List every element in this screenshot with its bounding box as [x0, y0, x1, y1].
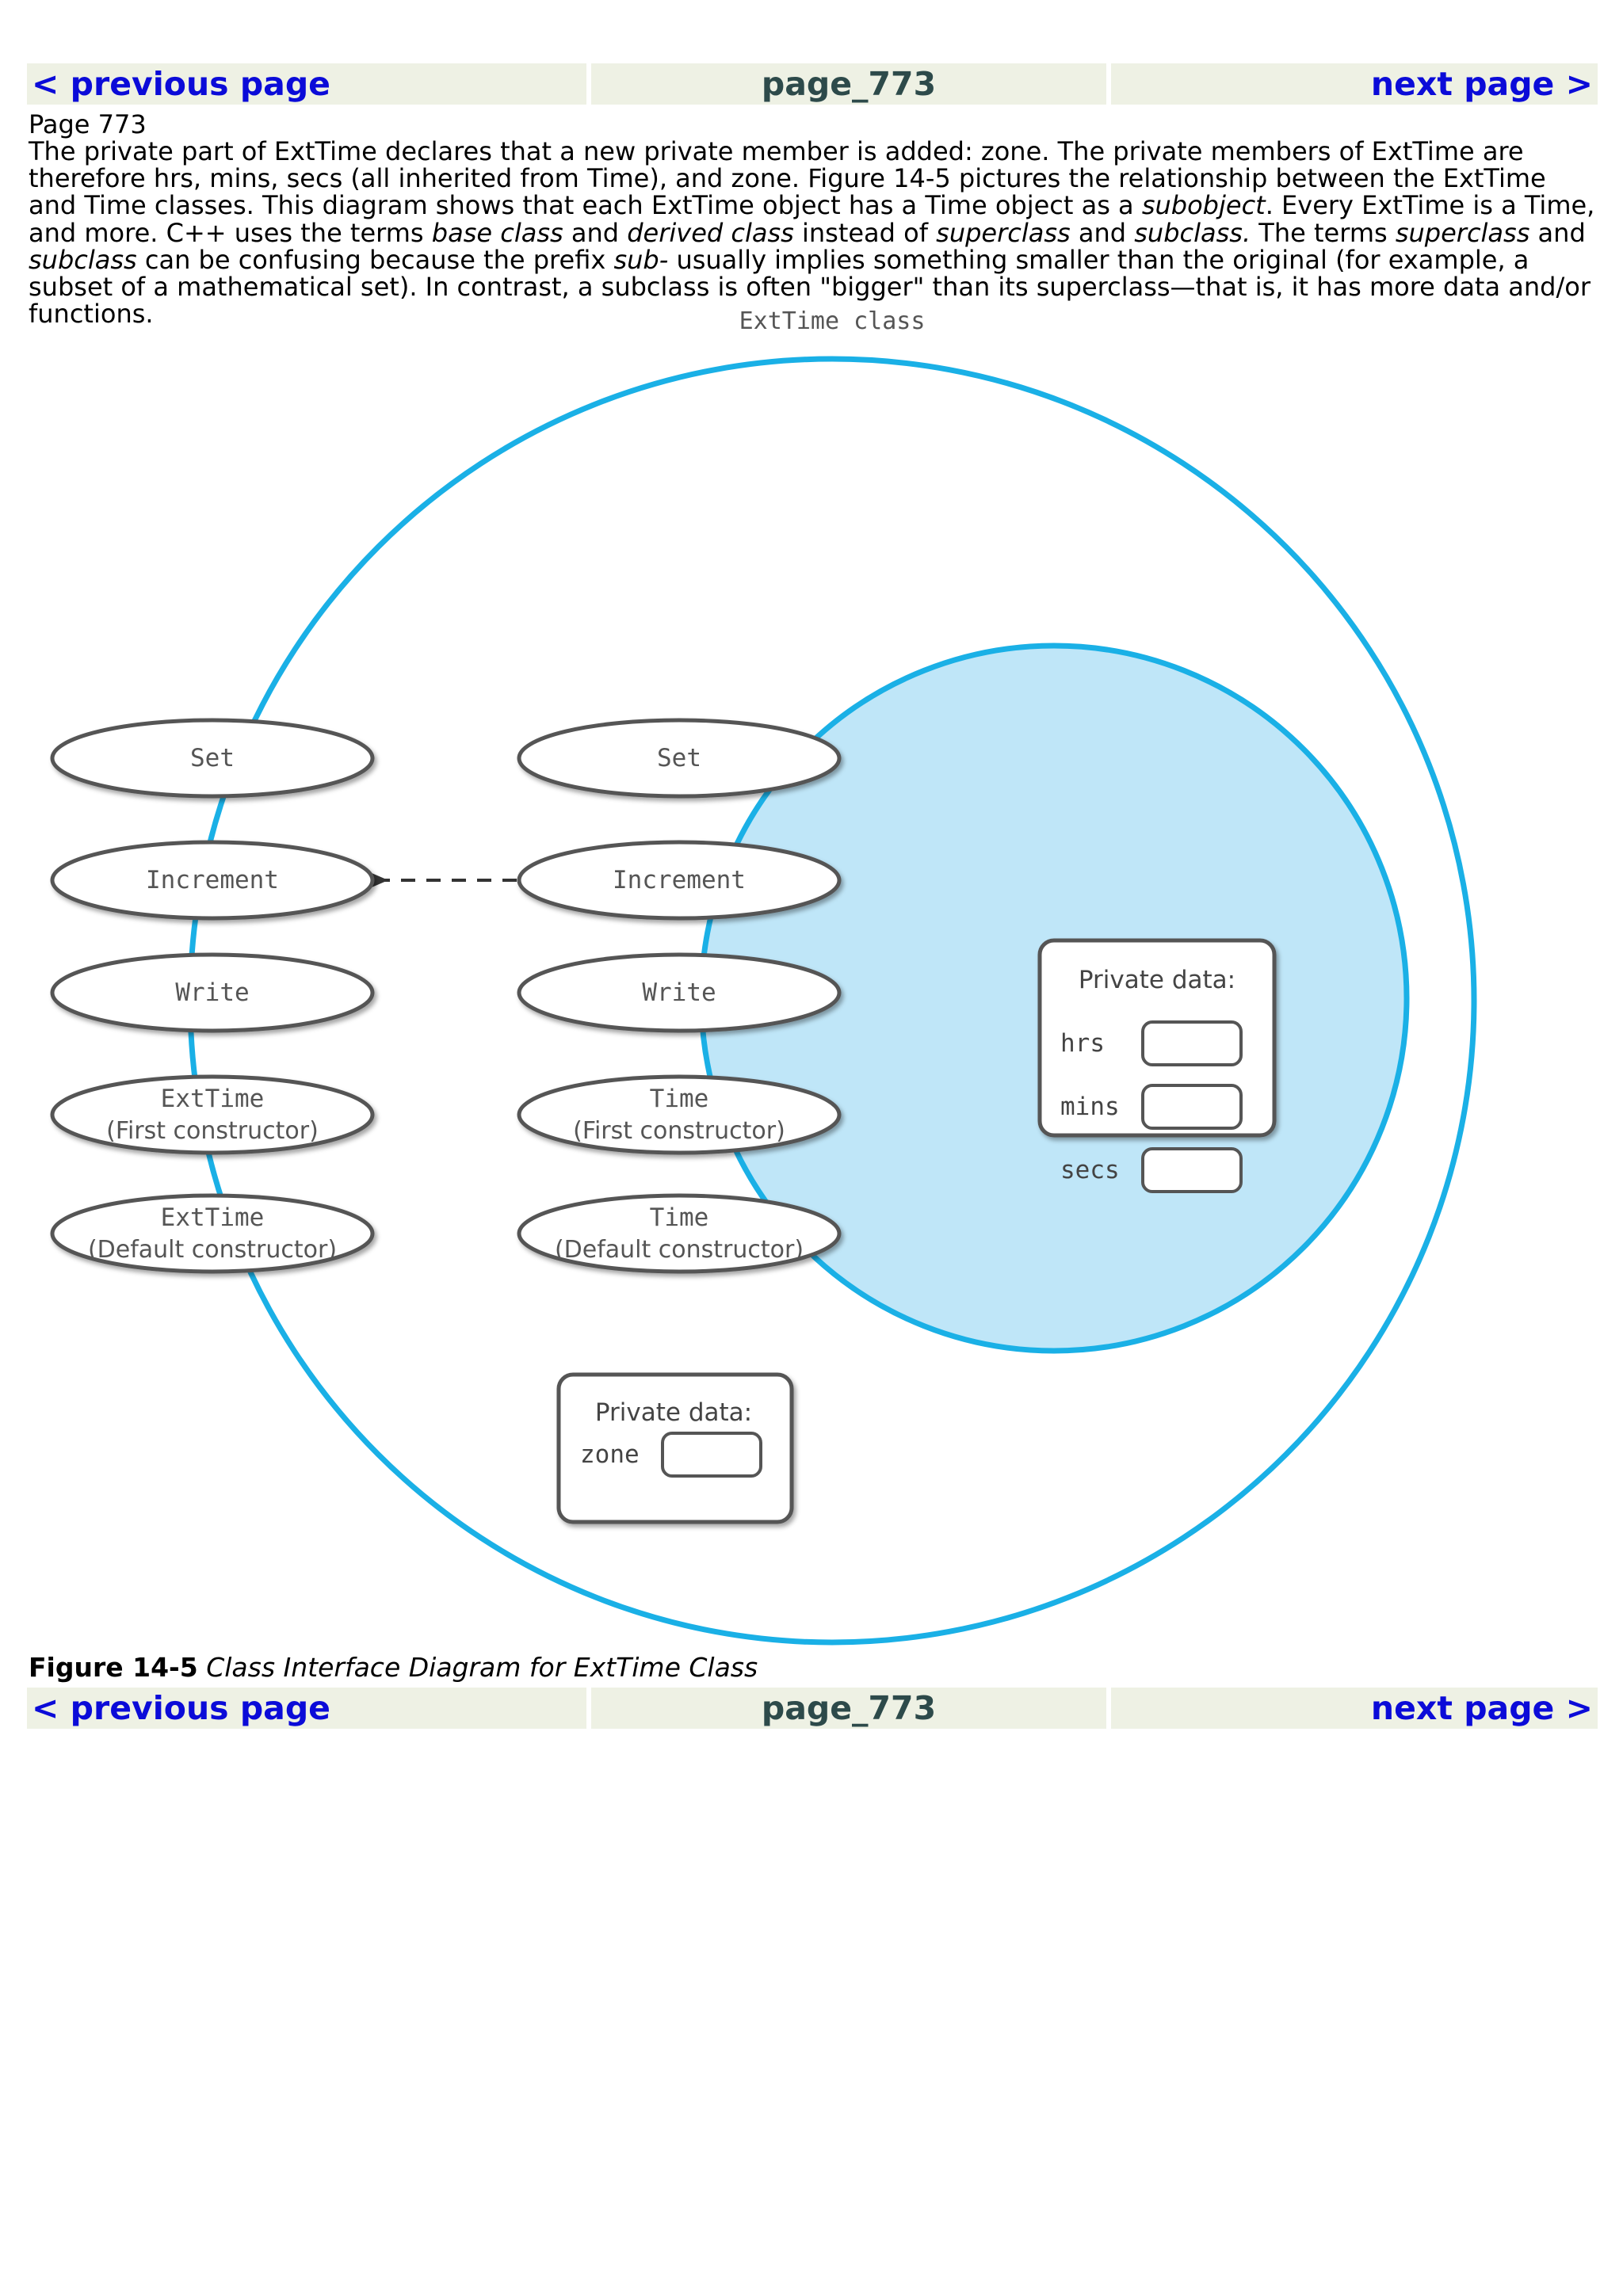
time-oval-shape: [517, 1074, 842, 1155]
exttime-oval-label: Write: [175, 978, 249, 1007]
exttime-operation-oval: ExtTime (First constructor): [50, 1074, 375, 1155]
paragraph-emphasis: subclass: [29, 244, 137, 275]
time-field-label: hrs: [1060, 1029, 1105, 1058]
time-oval-shape: [517, 718, 842, 799]
exttime-oval-shape: [50, 952, 375, 1033]
top-navigation-bar: < previous page page_773 next page >: [27, 63, 1598, 105]
page-number-text: Page 773: [29, 109, 147, 139]
exttime-oval-label: Increment: [146, 866, 279, 894]
paragraph-emphasis: subclass.: [1134, 217, 1251, 248]
exttime-oval-shape: [50, 718, 375, 799]
time-field-value-box: [1141, 1020, 1243, 1066]
top-next-cell: next page >: [1111, 63, 1598, 105]
time-oval-shape: [517, 1193, 842, 1274]
time-operation-oval: Write: [517, 952, 842, 1033]
exttime-private-data-title: Private data:: [595, 1398, 752, 1427]
paragraph-run: instead of: [793, 217, 937, 248]
time-private-data-box: Private data: hrs mins secs: [1037, 938, 1277, 1193]
time-private-data-title: Private data:: [1079, 966, 1235, 994]
exttime-operation-oval: Increment: [50, 840, 375, 921]
paragraph-run: The terms: [1251, 217, 1396, 248]
page-label: page_773: [761, 65, 937, 103]
paragraph-run: and: [1529, 217, 1586, 248]
top-page-cell: page_773: [591, 63, 1106, 105]
paragraph-run: The private part of ExtTime declares tha…: [29, 136, 1546, 221]
time-field-label: mins: [1060, 1093, 1120, 1121]
top-prev-cell: < previous page: [27, 63, 586, 105]
time-field-value-box: [1141, 1147, 1243, 1193]
paragraph-run: and: [563, 217, 628, 248]
exttime-oval-shape: [50, 1193, 375, 1274]
exttime-oval-label: (Default constructor): [88, 1236, 337, 1264]
time-operation-oval: Set: [517, 718, 842, 799]
paragraph-emphasis: sub-: [613, 244, 669, 275]
time-operation-oval: Time (First constructor): [517, 1074, 842, 1155]
exttime-oval-label: ExtTime: [161, 1203, 265, 1232]
page-label: page_773: [761, 1689, 937, 1727]
exttime-oval-label: Set: [190, 744, 235, 772]
exttime-oval-shape: [50, 840, 375, 921]
paragraph-run: and: [1070, 217, 1135, 248]
exttime-oval-label: (First constructor): [106, 1117, 319, 1145]
exttime-oval-label: ExtTime: [161, 1085, 265, 1113]
time-oval-label: Increment: [613, 866, 746, 894]
next-page-link[interactable]: next page >: [1370, 1689, 1593, 1727]
exttime-field-value-box: [661, 1432, 762, 1478]
time-oval-label: (First constructor): [573, 1117, 785, 1145]
time-oval-label: Set: [657, 744, 701, 772]
exttime-operation-oval: Write: [50, 952, 375, 1033]
bottom-prev-cell: < previous page: [27, 1688, 586, 1729]
time-oval-label: Time: [650, 1203, 709, 1232]
bottom-next-cell: next page >: [1111, 1688, 1598, 1729]
paragraph-emphasis: derived class: [627, 217, 794, 248]
time-oval-label: (Default constructor): [555, 1236, 804, 1264]
time-private-fields: hrs mins secs: [1060, 1020, 1243, 1193]
body-paragraph: The private part of ExtTime declares tha…: [29, 136, 1598, 330]
paragraph-emphasis: superclass: [1395, 217, 1530, 248]
exttime-operation-oval: ExtTime (Default constructor): [50, 1193, 375, 1274]
paragraph-run: . Every ExtTime is a Time, and more. C++…: [29, 190, 1595, 248]
time-oval-shape: [517, 952, 842, 1033]
bottom-page-cell: page_773: [591, 1688, 1106, 1729]
figure-caption-label: Figure 14-5: [29, 1652, 198, 1683]
exttime-field-label: zone: [580, 1440, 640, 1469]
figure-caption-text: Class Interface Diagram for ExtTime Clas…: [206, 1652, 758, 1683]
time-oval-label: Time: [650, 1085, 709, 1113]
paragraph-run: usually implies something smaller than t…: [29, 244, 1591, 330]
time-operation-oval: Time (Default constructor): [517, 1193, 842, 1274]
paragraph-text: The private part of ExtTime declares tha…: [29, 136, 1598, 330]
time-oval-label: Write: [642, 978, 716, 1007]
paragraph-emphasis: subobject: [1141, 190, 1266, 221]
exttime-private-data-box: Private data: zone: [556, 1372, 794, 1524]
exttime-oval-shape: [50, 1074, 375, 1155]
previous-page-link[interactable]: < previous page: [32, 65, 330, 103]
paragraph-run: can be confusing because the prefix: [136, 244, 614, 275]
time-oval-shape: [517, 840, 842, 921]
exttime-private-fields: zone: [580, 1432, 762, 1478]
time-field-label: secs: [1060, 1156, 1120, 1184]
next-page-link[interactable]: next page >: [1370, 65, 1593, 103]
exttime-operation-oval: Set: [50, 718, 375, 799]
exttime-class-title: ExtTime class: [739, 307, 926, 335]
figure-caption: Figure 14-5 Class Interface Diagram for …: [29, 1653, 758, 1683]
paragraph-emphasis: superclass: [936, 217, 1071, 248]
previous-page-link[interactable]: < previous page: [32, 1689, 330, 1727]
time-operation-oval: Increment: [517, 840, 842, 921]
bottom-navigation-bar: < previous page page_773 next page >: [27, 1688, 1598, 1729]
paragraph-emphasis: base class: [431, 217, 563, 248]
time-field-value-box: [1141, 1084, 1243, 1130]
